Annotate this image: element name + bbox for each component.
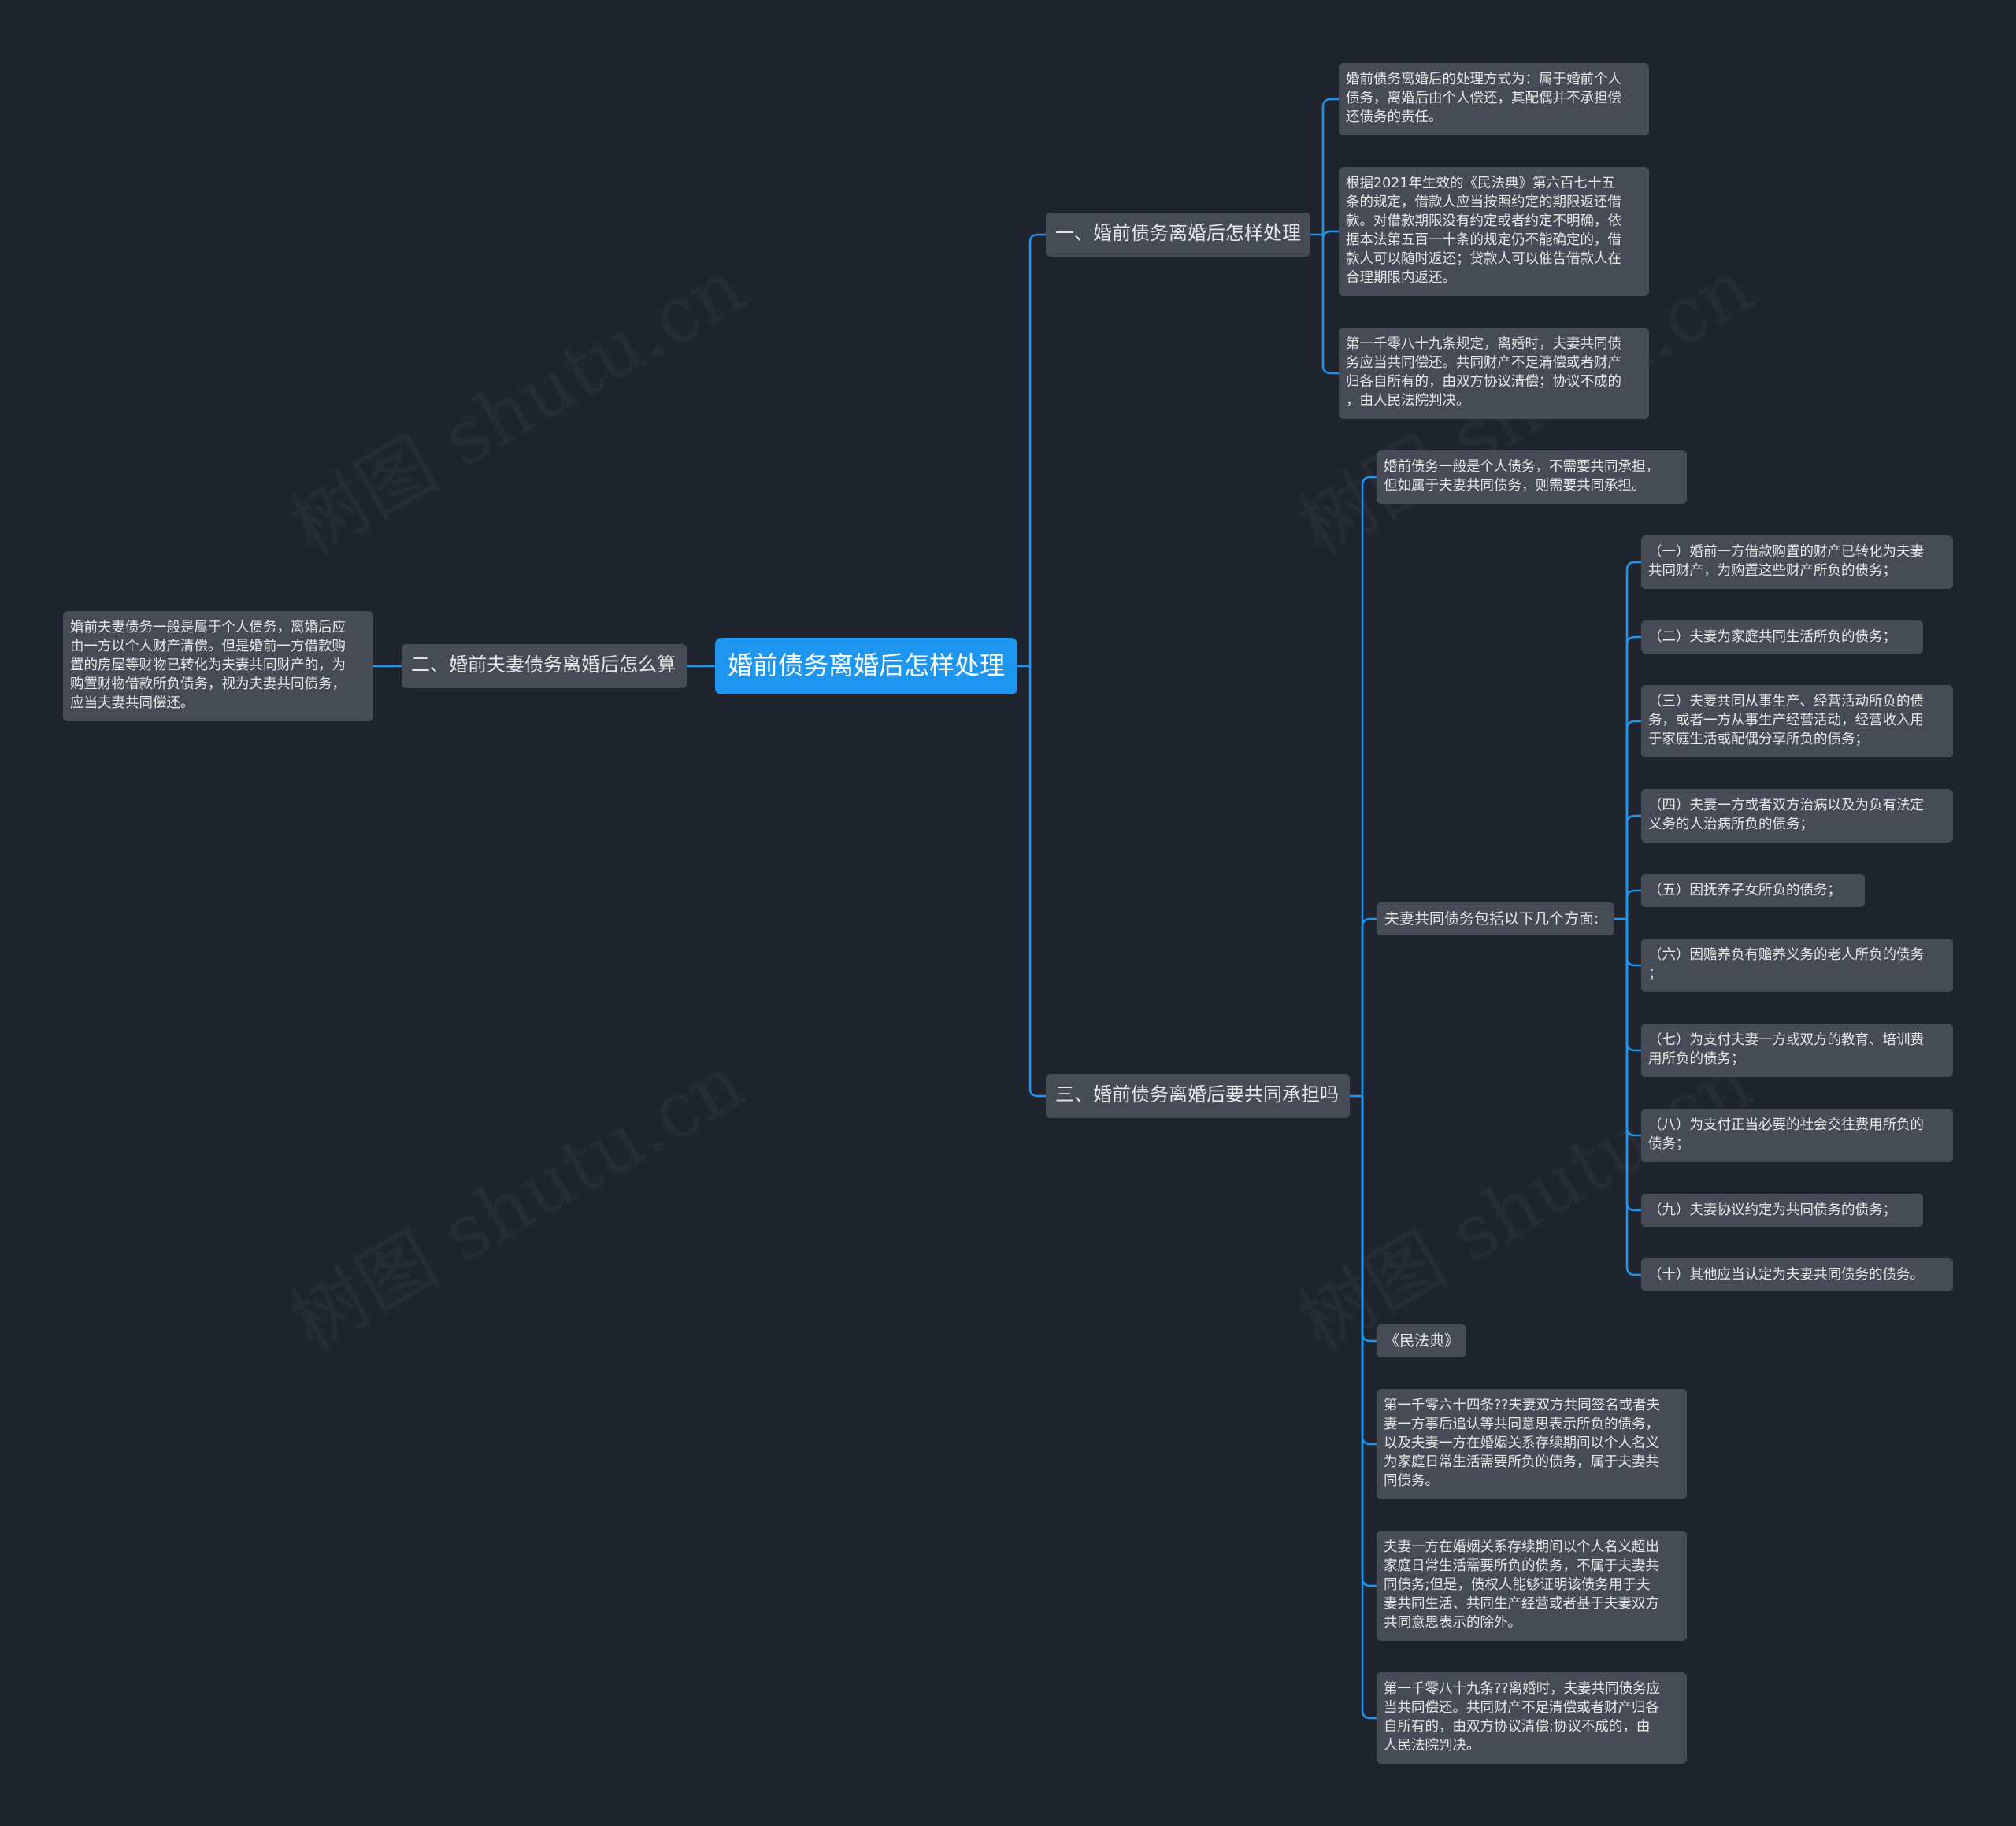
leaf-handling-method[interactable]: 婚前债务离婚后的处理方式为：属于婚前个人 债务，离婚后由个人偿还，其配偶并不承担… [1339,63,1649,135]
branch-joint-liability-question[interactable]: 三、婚前债务离婚后要共同承担吗 [1046,1074,1350,1118]
joint-debt-item-9[interactable]: （九）夫妻协议约定为共同债务的债务； [1641,1194,1923,1227]
connector-line [1625,635,1641,919]
joint-debt-item-8[interactable]: （八）为支付正当必要的社会交往费用所负的 债务； [1641,1109,1953,1162]
branch-premarital-debt-handling[interactable]: 一、婚前债务离婚后怎样处理 [1046,213,1310,257]
connector-line [1625,889,1641,919]
branch-premarital-debt-calculation[interactable]: 二、婚前夫妻债务离婚后怎么算 [402,644,687,688]
connector-line [1361,917,1377,1096]
connector-line [1625,919,1641,1276]
leaf-article-1064[interactable]: 第一千零六十四条??夫妻双方共同签名或者夫 妻一方事后追认等共同意思表示所负的债… [1377,1389,1687,1499]
connector-line [1625,919,1641,967]
node-joint-debt-categories[interactable]: 夫妻共同债务包括以下几个方面: [1377,902,1614,935]
leaf-civil-code-675[interactable]: 根据2021年生效的《民法典》第六百七十五 条的规定，借款人应当按照约定的期限返… [1339,167,1649,296]
leaf-article-1089-joint[interactable]: 第一千零八十九条??离婚时，夫妻共同债务应 当共同偿还。共同财产不足清偿或者财产… [1377,1672,1687,1764]
root-topic[interactable]: 婚前债务离婚后怎样处理 [715,638,1017,694]
joint-debt-item-4[interactable]: （四）夫妻一方或者双方治病以及为负有法定 义务的人治病所负的债务； [1641,789,1953,843]
leaf-personal-debt-general[interactable]: 婚前债务一般是个人债务，不需要共同承担， 但如属于夫妻共同债务，则需要共同承担。 [1377,450,1687,504]
leaf-personal-name-debt[interactable]: 夫妻一方在婚姻关系存续期间以个人名义超出 家庭日常生活需要所负的债务，不属于夫妻… [1377,1531,1687,1641]
connector-line [1321,235,1339,375]
connector-line [1028,666,1046,1098]
leaf-article-1089[interactable]: 第一千零八十九条规定，离婚时，夫妻共同债 务应当共同偿还。共同财产不足清偿或者财… [1339,328,1649,419]
connector-line [1625,919,1641,1137]
connector-line [1321,98,1339,235]
joint-debt-item-6[interactable]: （六）因赡养负有赡养义务的老人所负的债务 ； [1641,939,1953,992]
joint-debt-item-5[interactable]: （五）因抚养子女所负的债务； [1641,874,1865,907]
joint-debt-item-1[interactable]: （一）婚前一方借款购置的财产已转化为夫妻 共同财产，为购置这些财产所负的债务； [1641,535,1953,589]
connector-line [1028,233,1046,666]
connector-line [1625,720,1641,919]
joint-debt-item-10[interactable]: （十）其他应当认定为夫妻共同债务的债务。 [1641,1258,1953,1291]
connector-line [1321,230,1339,240]
connector-line [1361,1096,1377,1343]
connector-line [1625,919,1641,1052]
connector-line [1625,561,1641,919]
leaf-premarital-debt-explanation[interactable]: 婚前夫妻债务一般是属于个人债务，离婚后应 由一方以个人财产清偿。但是婚前一方借款… [63,611,373,721]
joint-debt-item-2[interactable]: （二）夫妻为家庭共同生活所负的债务； [1641,620,1923,654]
connector-line [1625,814,1641,919]
connector-line [1361,1096,1377,1446]
joint-debt-item-7[interactable]: （七）为支付夫妻一方或双方的教育、培训费 用所负的债务； [1641,1024,1953,1077]
node-civil-code-title[interactable]: 《民法典》 [1377,1324,1466,1357]
connector-line [1361,476,1377,1096]
connector-line [1361,1096,1377,1720]
joint-debt-item-3[interactable]: （三）夫妻共同从事生产、经营活动所负的债 务，或者一方从事生产经营活动，经营收入… [1641,685,1953,757]
